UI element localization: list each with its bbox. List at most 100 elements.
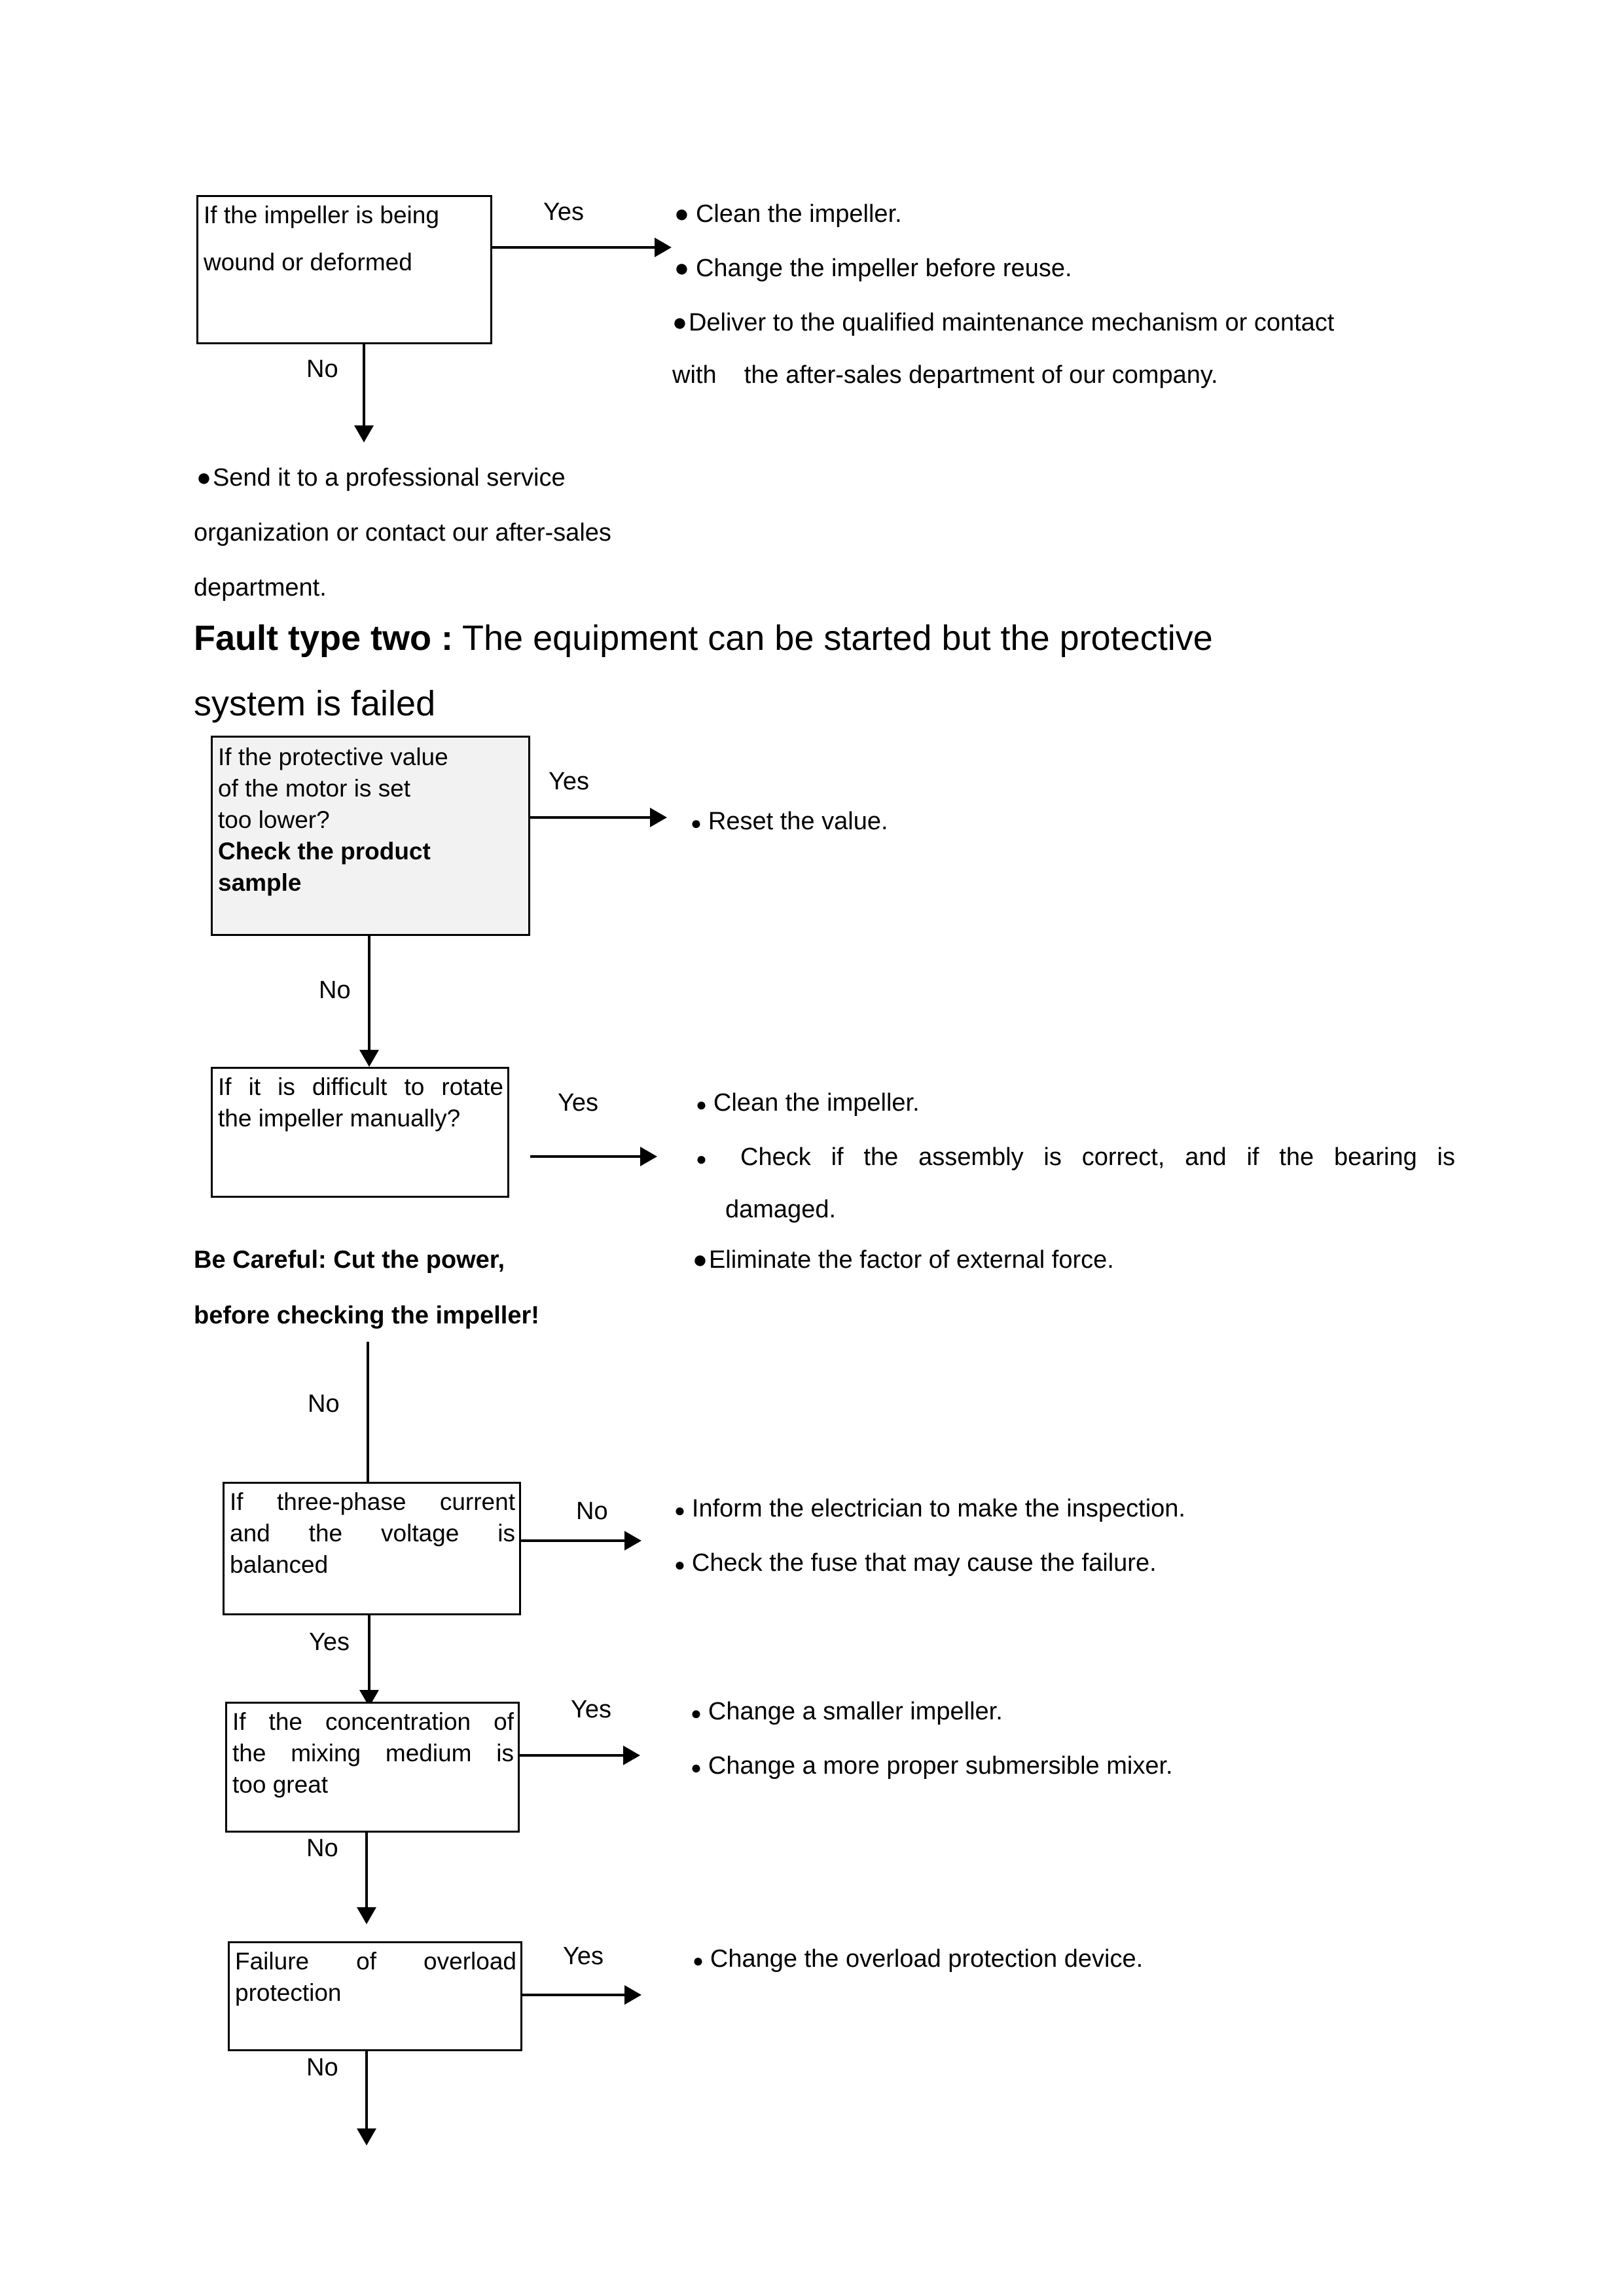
heading-rest: The equipment can be started but the pro…: [452, 619, 1213, 658]
action-item: ●Eliminate the factor of external force.: [693, 1240, 1114, 1281]
bullet-icon: ●: [674, 255, 689, 282]
bullet-icon: ●: [691, 1757, 702, 1778]
bullet-icon: ●: [674, 1500, 685, 1520]
action-text-continuation: damaged.: [725, 1196, 837, 1223]
connector-line: [520, 1754, 624, 1757]
action-item: ●Change the impeller before reuse.: [674, 249, 1072, 289]
action-text: Reset the value.: [708, 808, 888, 835]
edge-label-no: No: [319, 977, 351, 1004]
connector-line: [530, 816, 651, 819]
action-text: Check the fuse that may cause the failur…: [691, 1549, 1157, 1577]
bullet-icon: ●: [691, 1703, 702, 1723]
connector-line: [368, 936, 370, 1051]
connector-line: [522, 1994, 626, 1996]
arrow-down-icon: [359, 1050, 379, 1067]
edge-label-no: No: [576, 1498, 608, 1525]
bullet-icon: ●: [693, 1246, 708, 1274]
flow-box-line: too great: [232, 1771, 329, 1799]
action-item: ●Send it to a professional service: [196, 458, 566, 499]
arrow-right-icon: [650, 808, 667, 827]
connector-line: [530, 1155, 641, 1158]
flow-box-line: If the impeller is being: [204, 202, 439, 228]
action-text-continuation: organization or contact our after-sales: [194, 519, 611, 547]
connector-line: [365, 2051, 368, 2130]
warning-text: before checking the impeller!: [194, 1302, 539, 1329]
page-heading-line2: system is failed: [194, 684, 436, 723]
flow-box-impeller-wound: If the impeller is being wound or deform…: [196, 195, 492, 344]
bullet-icon: ●: [674, 200, 689, 228]
edge-label-no: No: [306, 1835, 338, 1862]
action-text: Change the impeller before reuse.: [695, 255, 1072, 282]
arrow-right-icon: [624, 1985, 641, 2005]
flow-box-line: If it is difficult to rotate: [218, 1073, 503, 1100]
bullet-icon: ●: [696, 1094, 707, 1115]
arrow-right-icon: [624, 1531, 641, 1551]
connector-line: [363, 344, 365, 426]
edge-label-yes: Yes: [558, 1089, 598, 1117]
action-text: Clean the impeller.: [713, 1089, 920, 1117]
action-item: ● Reset the value.: [691, 802, 888, 842]
flow-box-line: the impeller manually?: [218, 1105, 461, 1132]
heading-bold: Fault type two :: [194, 619, 453, 658]
action-item: ● Clean the impeller.: [696, 1083, 920, 1124]
flow-box-line: of the motor is set: [218, 775, 411, 802]
action-item: ● Inform the electrician to make the insp…: [674, 1489, 1185, 1530]
flow-box-mixing-concentration: If the concentration of the mixing mediu…: [225, 1702, 520, 1833]
bullet-icon: ●: [196, 464, 211, 492]
action-item: ●Change a smaller impeller.: [691, 1692, 1003, 1732]
bullet-icon: ●: [696, 1149, 721, 1169]
flow-box-line-bold: Check the product: [218, 838, 431, 865]
edge-label-yes: Yes: [549, 768, 589, 795]
edge-label-yes: Yes: [563, 1943, 604, 1970]
action-item: ●Check the fuse that may cause the failu…: [674, 1543, 1157, 1584]
warning-text: Be Careful: Cut the power,: [194, 1246, 505, 1274]
flow-box-protective-value: If the protective value of the motor is …: [211, 736, 530, 936]
action-text: Deliver to the qualified maintenance mec…: [688, 309, 1335, 336]
flow-box-line: balanced: [230, 1551, 329, 1579]
action-text: Eliminate the factor of external force.: [708, 1246, 1114, 1274]
action-item: ●Change the overload protection device.: [693, 1939, 1143, 1980]
edge-label-no: No: [306, 2054, 338, 2081]
edge-label-no: No: [306, 355, 338, 383]
flow-box-line: Failure of overload: [235, 1948, 516, 1975]
arrow-right-icon: [655, 238, 672, 257]
page-heading: Fault type two : The equipment can be st…: [194, 615, 1213, 661]
action-text-continuation: with the after-sales department of our c…: [672, 361, 1218, 389]
arrow-down-icon: [357, 1907, 376, 1924]
connector-line: [521, 1539, 626, 1542]
action-item: ●Clean the impeller.: [674, 194, 902, 235]
edge-label-yes: Yes: [543, 198, 584, 226]
action-text: Clean the impeller.: [695, 200, 902, 228]
bullet-icon: ●: [672, 309, 687, 336]
connector-line: [367, 1342, 369, 1486]
edge-label-yes: Yes: [309, 1628, 350, 1656]
bullet-icon: ●: [693, 1950, 704, 1971]
action-text: ● Check if the assembly is correct, and …: [696, 1138, 1455, 1178]
flow-box-line: protection: [235, 1979, 342, 2007]
flow-box-overload-protection: Failure of overload protection: [228, 1941, 522, 2051]
action-text: Inform the electrician to make the inspe…: [691, 1495, 1185, 1522]
connector-line: [492, 246, 656, 249]
arrow-down-icon: [357, 2128, 376, 2145]
edge-label-no: No: [308, 1390, 340, 1418]
flow-box-line: too lower?: [218, 806, 330, 834]
flow-box-line: If the concentration of: [232, 1708, 514, 1735]
flow-box-line: If the protective value: [218, 744, 448, 770]
flow-box-line: and the voltage is: [230, 1520, 515, 1547]
flow-box-rotate-impeller: If it is difficult to rotate the impelle…: [211, 1067, 509, 1198]
flow-box-line-bold: sample: [218, 869, 302, 897]
action-item: ●Deliver to the qualified maintenance me…: [672, 303, 1334, 344]
flow-box-line: wound or deformed: [204, 249, 412, 276]
flow-box-line: the mixing medium is: [232, 1740, 514, 1767]
arrow-down-icon: [354, 425, 374, 442]
action-item: ● Change a more proper submersible mixer.: [691, 1746, 1173, 1787]
connector-line: [365, 1833, 368, 1908]
bullet-icon: ●: [691, 813, 702, 833]
action-text-continuation: department.: [194, 574, 327, 601]
arrow-right-icon: [623, 1746, 640, 1765]
action-item: ● Check if the assembly is correct, and …: [696, 1138, 1455, 1178]
connector-line: [368, 1615, 370, 1691]
flow-box-line: If three-phase current: [230, 1488, 515, 1515]
action-text: Change a more proper submersible mixer.: [708, 1752, 1173, 1780]
